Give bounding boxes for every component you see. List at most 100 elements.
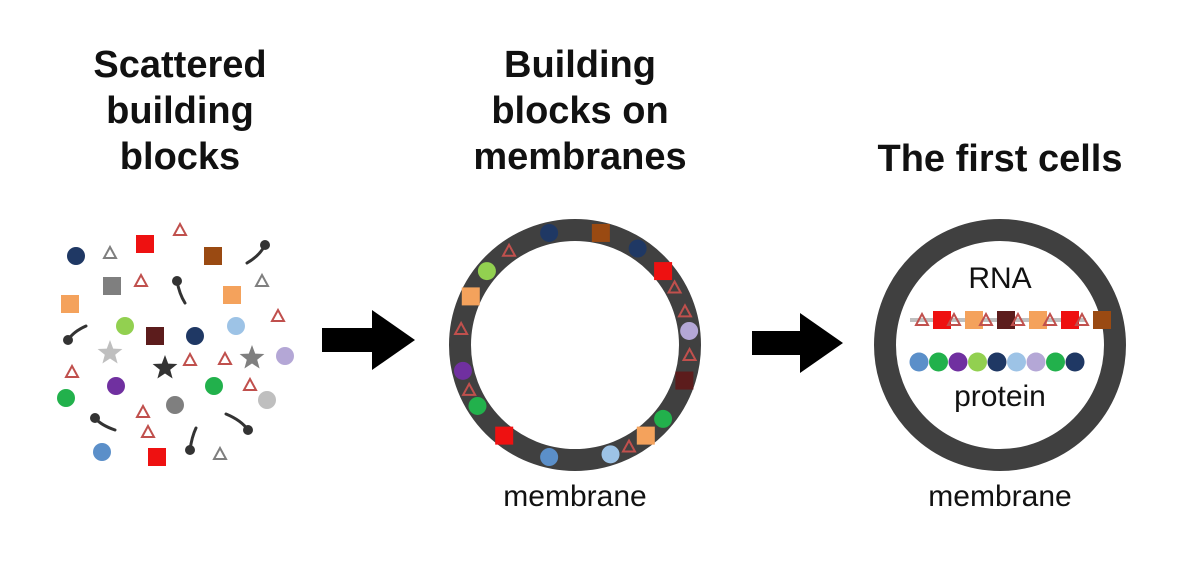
circle-block-icon bbox=[258, 391, 276, 409]
panel-1-title: Scattered building blocks bbox=[60, 42, 300, 180]
triangle-block-icon bbox=[681, 346, 698, 362]
lipid-tail-icon bbox=[245, 243, 267, 265]
protein-bead-icon bbox=[909, 352, 929, 372]
circle-block-icon bbox=[540, 223, 559, 242]
panel-2-title-line: Building bbox=[504, 44, 656, 86]
square-block-icon bbox=[933, 311, 951, 329]
circle-block-icon bbox=[477, 262, 496, 281]
panel-2-membrane-caption: membrane bbox=[503, 480, 647, 513]
star-block-icon bbox=[239, 345, 265, 369]
triangle-block-icon bbox=[172, 221, 188, 236]
square-block-icon bbox=[61, 295, 79, 313]
circle-block-icon bbox=[67, 247, 85, 265]
triangle-block-icon bbox=[453, 320, 469, 335]
rna-label: RNA bbox=[968, 262, 1032, 295]
protein-bead-icon bbox=[987, 352, 1007, 372]
triangle-block-icon bbox=[1010, 311, 1026, 326]
circle-block-icon bbox=[628, 239, 647, 258]
protein-bead-icon bbox=[1007, 352, 1026, 372]
protein-label: protein bbox=[954, 380, 1046, 413]
square-block-icon bbox=[146, 327, 164, 345]
square-block-icon bbox=[965, 311, 983, 329]
cell-membrane-ring bbox=[874, 219, 1126, 471]
circle-block-icon bbox=[468, 396, 487, 415]
protein-bead-icon bbox=[1026, 352, 1046, 372]
triangle-block-icon bbox=[140, 423, 156, 438]
triangle-block-icon bbox=[914, 311, 930, 326]
circle-block-icon bbox=[107, 377, 125, 395]
membrane-ring bbox=[449, 219, 701, 471]
triangle-block-icon bbox=[182, 351, 198, 366]
triangle-block-icon bbox=[677, 303, 693, 318]
circle-block-icon bbox=[540, 448, 559, 467]
triangle-block-icon bbox=[946, 311, 962, 326]
protein-bead-icon bbox=[1046, 352, 1065, 372]
square-block-icon bbox=[103, 277, 121, 295]
protein-bead-icon bbox=[948, 352, 968, 372]
square-block-icon bbox=[148, 448, 166, 466]
triangle-block-icon bbox=[621, 438, 637, 453]
triangle-block-icon bbox=[501, 242, 517, 257]
circle-block-icon bbox=[57, 389, 75, 407]
protein-bead-icon bbox=[929, 352, 948, 372]
panel-1-title-line: blocks bbox=[119, 136, 241, 178]
triangle-block-icon bbox=[64, 363, 80, 378]
triangle-block-icon bbox=[978, 311, 994, 326]
panel-2-title-line: blocks on bbox=[491, 90, 669, 132]
square-block-icon bbox=[591, 223, 610, 242]
circle-block-icon bbox=[186, 327, 204, 345]
circle-block-icon bbox=[453, 361, 472, 380]
panel-1-title-line: Scattered bbox=[93, 44, 267, 86]
triangle-block-icon bbox=[666, 279, 683, 294]
square-block-icon bbox=[1061, 311, 1079, 329]
square-block-icon bbox=[1093, 311, 1111, 329]
circle-block-icon bbox=[601, 445, 620, 464]
square-block-icon bbox=[223, 286, 241, 304]
circle-block-icon bbox=[680, 321, 699, 340]
triangle-block-icon bbox=[270, 307, 286, 322]
square-block-icon bbox=[636, 426, 655, 445]
right-arrow-icon bbox=[322, 310, 415, 370]
square-block-icon bbox=[495, 426, 514, 445]
protein-bead-icon bbox=[1065, 352, 1085, 372]
circle-block-icon bbox=[93, 443, 111, 461]
panel-3-title-line: The first cells bbox=[877, 138, 1123, 180]
circle-block-icon bbox=[276, 347, 294, 365]
circle-block-icon bbox=[116, 317, 134, 335]
triangle-block-icon bbox=[461, 381, 477, 396]
circle-block-icon bbox=[654, 409, 673, 428]
circle-block-icon bbox=[227, 317, 245, 335]
square-block-icon bbox=[461, 287, 480, 306]
panel-2-title: Building blocks on membranes bbox=[450, 42, 710, 180]
triangle-block-icon bbox=[102, 244, 118, 259]
panel-3-membrane-caption: membrane bbox=[928, 480, 1072, 513]
triangle-block-icon bbox=[135, 403, 151, 418]
square-block-icon bbox=[997, 311, 1015, 329]
triangle-block-icon bbox=[1042, 311, 1058, 326]
star-block-icon bbox=[152, 355, 178, 379]
panel-2-title-line: membranes bbox=[473, 136, 687, 178]
lipid-tail-icon bbox=[175, 279, 187, 305]
square-block-icon bbox=[675, 371, 694, 390]
triangle-block-icon bbox=[133, 272, 149, 287]
square-block-icon bbox=[136, 235, 154, 253]
triangle-block-icon bbox=[254, 272, 270, 287]
lipid-tail-icon bbox=[224, 412, 250, 432]
lipid-tail-icon bbox=[66, 324, 88, 342]
triangle-block-icon bbox=[212, 445, 228, 460]
star-block-icon bbox=[97, 340, 123, 364]
triangle-block-icon bbox=[242, 376, 258, 391]
right-arrow-icon bbox=[752, 313, 843, 373]
panel-3-title: The first cells bbox=[850, 136, 1150, 182]
protein-bead-icon bbox=[968, 352, 987, 372]
square-block-icon bbox=[204, 247, 222, 265]
lipid-tail-icon bbox=[188, 426, 198, 452]
triangle-block-icon bbox=[217, 350, 233, 365]
lipid-tail-icon bbox=[93, 416, 117, 432]
circle-block-icon bbox=[166, 396, 184, 414]
circle-block-icon bbox=[205, 377, 223, 395]
triangle-block-icon bbox=[1074, 311, 1090, 326]
square-block-icon bbox=[1029, 311, 1047, 329]
square-block-icon bbox=[654, 262, 673, 281]
